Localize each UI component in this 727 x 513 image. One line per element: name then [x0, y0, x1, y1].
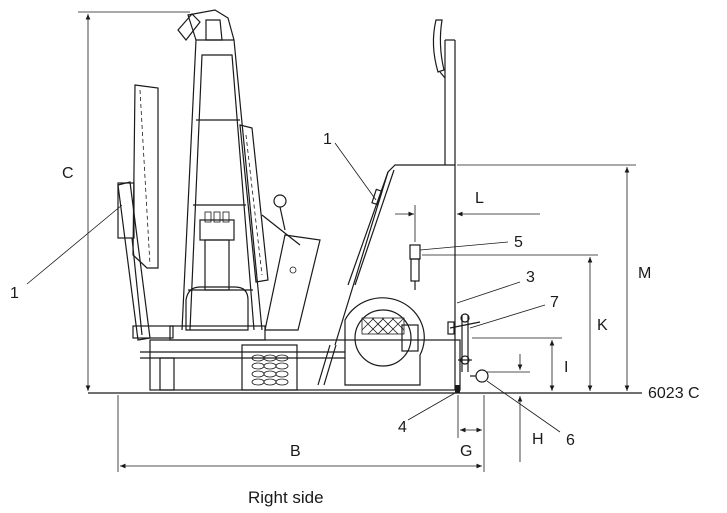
dimension-g: G — [457, 395, 482, 460]
dimension-k-label: K — [597, 317, 608, 334]
model-label: 6023 C — [648, 385, 700, 402]
dimension-c: C — [62, 11, 190, 391]
dimension-k: K — [422, 254, 608, 391]
svg-text:4: 4 — [398, 419, 407, 436]
dimension-h: H — [486, 354, 544, 462]
dimension-h-label: H — [532, 431, 544, 448]
callout-1-top: 1 — [323, 131, 377, 201]
svg-text:1: 1 — [10, 285, 19, 302]
dimension-l: L — [395, 190, 540, 242]
svg-text:1: 1 — [323, 131, 332, 148]
dimension-i: I — [472, 337, 568, 391]
svg-text:6: 6 — [566, 432, 575, 449]
dimension-i-label: I — [564, 359, 568, 376]
svg-text:7: 7 — [550, 294, 559, 311]
caption: Right side — [248, 488, 324, 507]
dimension-m-label: M — [638, 265, 651, 282]
callout-5: 5 — [419, 234, 523, 251]
callout-3: 3 — [456, 269, 535, 304]
dimension-c-label: C — [62, 165, 74, 182]
callout-7: 7 — [469, 294, 559, 329]
dimension-b-label: B — [290, 443, 301, 460]
svg-text:3: 3 — [526, 269, 535, 286]
dimension-l-label: L — [475, 190, 484, 207]
callout-4: 4 — [398, 392, 456, 436]
machine-outline — [117, 9, 489, 393]
callout-1-left: 1 — [10, 204, 123, 302]
svg-text:5: 5 — [514, 234, 523, 251]
dimension-b: B — [117, 395, 485, 472]
dimension-m: M — [457, 164, 651, 391]
callout-6: 6 — [486, 380, 575, 449]
dimension-g-label: G — [460, 443, 472, 460]
